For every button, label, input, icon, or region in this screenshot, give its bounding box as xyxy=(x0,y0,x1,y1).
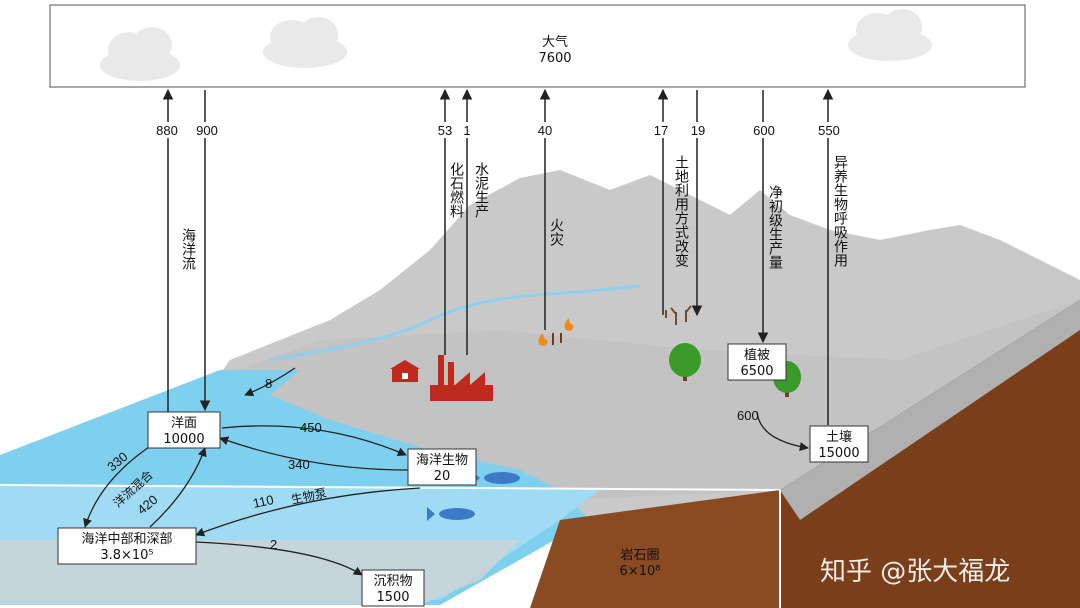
arrow-down-mix xyxy=(83,444,153,528)
svg-text:海洋生物: 海洋生物 xyxy=(416,453,468,468)
arrow-to-biota xyxy=(221,425,407,456)
arrow-from-biota xyxy=(219,436,409,471)
cement-label: 水泥生产 xyxy=(473,162,489,219)
cloud-icon xyxy=(100,27,180,81)
box-deep-ocean: 海洋中部和深部 3.8×10⁵ xyxy=(57,527,197,565)
flux-to-biota: 450 xyxy=(300,420,322,435)
box-soil: 土壤 15000 xyxy=(809,425,869,463)
land-use-label: 土地利用方式改变 xyxy=(673,155,689,267)
flux-land-use: 17 xyxy=(654,123,668,138)
atmosphere-value: 7600 xyxy=(538,51,571,66)
arrow-pump xyxy=(195,487,421,537)
flux-fire: 40 xyxy=(538,123,552,138)
fossil-fuel-label: 化石燃料 xyxy=(448,162,464,218)
box-marine-biota: 海洋生物 20 xyxy=(407,448,477,486)
flux-fossil: 53 xyxy=(438,123,452,138)
flux-ocean-up: 880 xyxy=(156,123,178,138)
svg-text:海洋中部和深部: 海洋中部和深部 xyxy=(81,532,172,547)
river xyxy=(269,284,641,362)
arrow-river xyxy=(244,367,296,397)
fire-label: 火灾 xyxy=(548,218,564,246)
flux-to-sediment: 2 xyxy=(270,537,277,552)
ocean-current-label: 海洋流 xyxy=(180,228,196,271)
tree-icon xyxy=(669,343,701,381)
svg-text:土壤: 土壤 xyxy=(826,429,852,445)
box-vegetation: 植被 6500 xyxy=(727,343,787,381)
svg-text:6500: 6500 xyxy=(740,364,773,379)
svg-text:10000: 10000 xyxy=(163,432,204,447)
cloud-icon xyxy=(263,17,347,68)
arrow-to-sediment xyxy=(195,541,363,576)
flux-respiration: 550 xyxy=(818,123,840,138)
watermark: 知乎 @张大福龙 xyxy=(820,557,1010,587)
flux-land-use-down: 19 xyxy=(691,123,705,138)
tree-stump-icon xyxy=(665,305,692,325)
fish-icon xyxy=(427,507,475,521)
flux-number-labels: 880 900 53 1 40 17 19 600 550 xyxy=(152,122,843,138)
fire-icon xyxy=(538,318,574,346)
cloud-icon xyxy=(848,9,932,61)
respiration-label: 异养生物呼吸作用 xyxy=(832,155,848,268)
box-sediment: 沉积物 1500 xyxy=(361,569,425,607)
svg-text:岩石圈: 岩石圈 xyxy=(620,548,659,563)
svg-text:15000: 15000 xyxy=(818,446,859,461)
svg-text:1500: 1500 xyxy=(376,590,409,605)
flux-cement: 1 xyxy=(463,123,470,138)
surface-line xyxy=(0,484,781,491)
arrow-veg-to-soil xyxy=(756,411,809,452)
house-icon xyxy=(390,360,420,382)
svg-text:沉积物: 沉积物 xyxy=(373,574,412,589)
factory-icon xyxy=(430,355,493,401)
flux-river: 8 xyxy=(265,376,272,391)
flux-ocean-down: 900 xyxy=(196,123,218,138)
arrow-up-mix xyxy=(149,447,207,528)
flux-pump: 110 xyxy=(252,492,275,511)
flux-npp: 600 xyxy=(753,123,775,138)
svg-text:3.8×10⁵: 3.8×10⁵ xyxy=(100,548,153,563)
svg-text:20: 20 xyxy=(434,469,451,484)
flux-veg-to-soil: 600 xyxy=(737,408,759,423)
svg-text:植被: 植被 xyxy=(744,348,770,363)
land-edge-gray xyxy=(780,300,1080,520)
label-lithosphere: 岩石圈 6×10⁸ xyxy=(620,548,661,579)
atmosphere-label: 大气 xyxy=(542,34,568,50)
flux-from-biota: 340 xyxy=(288,457,310,472)
box-ocean-surface: 洋面 10000 xyxy=(147,411,221,449)
svg-text:6×10⁸: 6×10⁸ xyxy=(620,564,661,579)
npp-label: 净初级生产量 xyxy=(767,185,783,269)
svg-text:洋面: 洋面 xyxy=(171,416,197,431)
